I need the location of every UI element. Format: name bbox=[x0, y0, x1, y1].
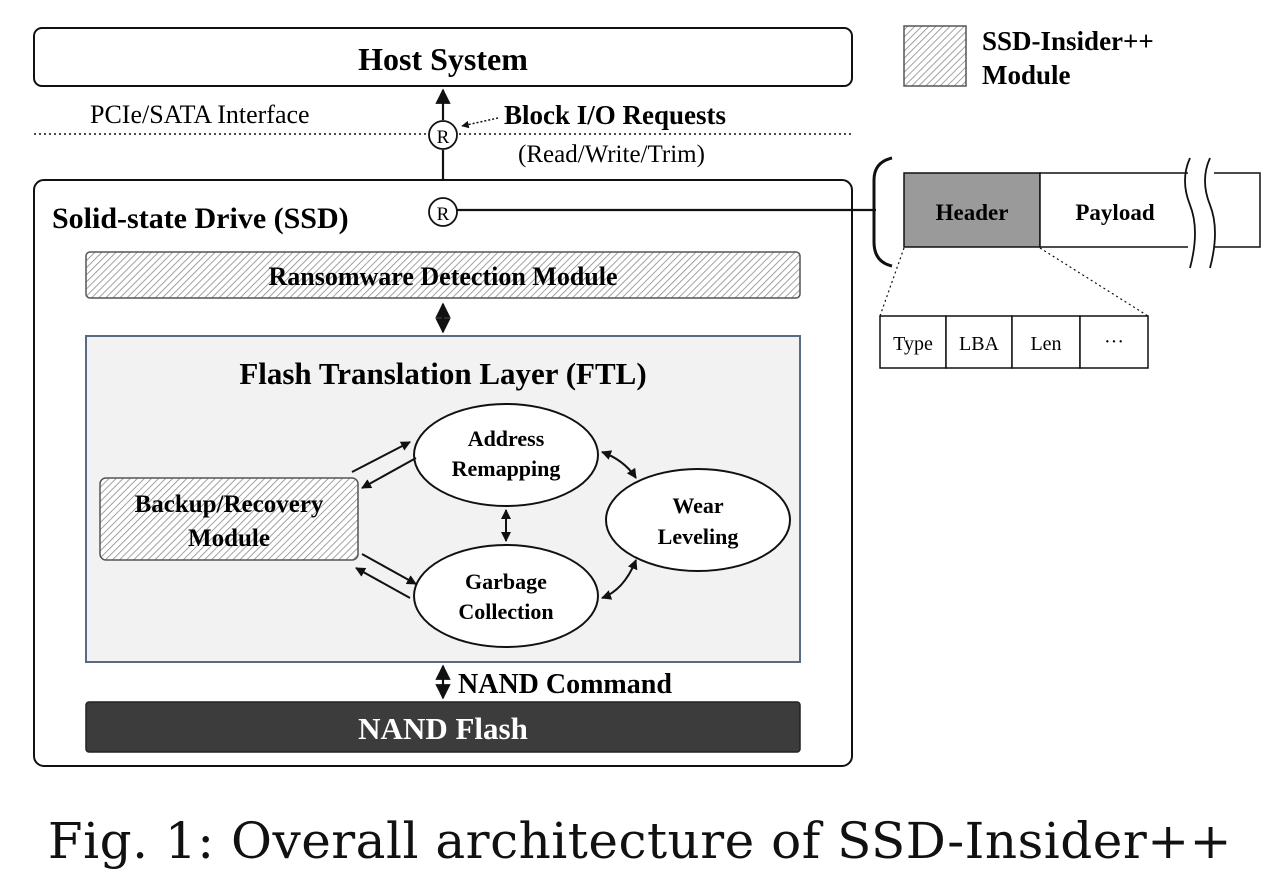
packet-break-mark-left bbox=[1184, 157, 1196, 269]
block-io-requests-sub: (Read/Write/Trim) bbox=[518, 141, 705, 168]
legend-label-line1: SSD-Insider++ bbox=[982, 26, 1154, 56]
legend-label-line2: Module bbox=[982, 60, 1071, 90]
nand-command-label: NAND Command bbox=[458, 669, 672, 700]
garbage-collection-node bbox=[413, 544, 599, 648]
r-marker-ssd-label: R bbox=[437, 204, 450, 225]
header-expand-line-right bbox=[1039, 247, 1149, 317]
header-field-lba bbox=[945, 315, 1013, 369]
wear-leveling-node bbox=[605, 468, 791, 572]
header-field-len-label: Len bbox=[1030, 333, 1061, 355]
header-field-more-label: ··· bbox=[1104, 331, 1124, 353]
address-remapping-node bbox=[413, 403, 599, 507]
backup-to-address-arrow bbox=[351, 441, 411, 473]
legend-swatch bbox=[903, 25, 967, 87]
packet-payload-label: Payload bbox=[1075, 200, 1154, 225]
ransomware-detection-module bbox=[85, 251, 801, 299]
figure-caption: Fig. 1: Overall architecture of SSD-Insi… bbox=[47, 812, 1233, 870]
requests-pointer-arrow bbox=[461, 117, 499, 129]
packet-brace bbox=[872, 156, 893, 268]
header-field-lba-label: LBA bbox=[959, 333, 1000, 355]
r-marker-interface-label: R bbox=[437, 127, 450, 148]
address-wear-arrow bbox=[601, 450, 637, 479]
wear-leveling-line1: Wear bbox=[672, 493, 724, 518]
header-expand-line-left bbox=[879, 247, 905, 317]
garbage-collection-line1: Garbage bbox=[465, 569, 547, 594]
ftl-title: Flash Translation Layer (FTL) bbox=[239, 356, 646, 391]
address-remapping-line2: Remapping bbox=[452, 456, 561, 481]
address-remapping-line1: Address bbox=[468, 426, 545, 451]
ransomware-detection-label: Ransomware Detection Module bbox=[268, 262, 617, 291]
wear-leveling-line2: Leveling bbox=[658, 524, 739, 549]
garbage-collection-line2: Collection bbox=[458, 599, 553, 624]
backup-to-gc-arrow bbox=[361, 553, 417, 585]
packet-break-mark-right bbox=[1204, 157, 1216, 269]
nand-flash-label: NAND Flash bbox=[358, 711, 528, 746]
header-field-more bbox=[1079, 315, 1149, 369]
packet-header-label: Header bbox=[936, 200, 1009, 225]
gc-to-backup-arrow bbox=[355, 567, 411, 599]
packet-payload-cell bbox=[1039, 172, 1261, 248]
block-io-requests-label: Block I/O Requests bbox=[504, 100, 726, 130]
nand-flash-box bbox=[85, 701, 801, 753]
r-marker-interface bbox=[428, 120, 458, 150]
gc-wear-arrow bbox=[601, 559, 638, 600]
ssd-title: Solid-state Drive (SSD) bbox=[52, 202, 349, 235]
host-system-title: Host System bbox=[358, 41, 528, 77]
backup-recovery-module bbox=[99, 477, 359, 561]
header-field-type-label: Type bbox=[893, 333, 933, 355]
backup-recovery-label-line1: Backup/Recovery bbox=[135, 491, 324, 518]
backup-recovery-label-line2: Module bbox=[188, 525, 270, 552]
r-marker-ssd bbox=[428, 197, 458, 227]
address-to-backup-arrow bbox=[361, 457, 417, 489]
interface-label: PCIe/SATA Interface bbox=[90, 100, 310, 129]
packet-header-cell bbox=[903, 172, 1041, 248]
host-system-box bbox=[33, 27, 853, 87]
